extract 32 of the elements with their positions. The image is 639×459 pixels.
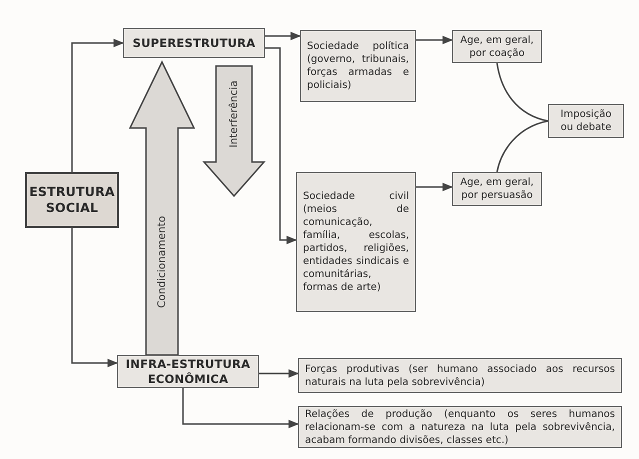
connector (496, 62, 548, 122)
box-heading: SUPERESTRUTURA (132, 36, 256, 50)
arrow (265, 47, 298, 244)
text-box (548, 104, 624, 138)
text-box (298, 358, 622, 393)
text-box (300, 30, 416, 102)
text-box (452, 172, 542, 206)
arrow (71, 38, 124, 172)
text-box (452, 30, 542, 63)
arrow (182, 388, 300, 428)
box-text: Forças produtivas (ser humano associado aos recursos naturais na luta pela sobrevivência) (305, 362, 615, 388)
box-text: Imposição ou debate (560, 108, 612, 134)
text-box (296, 172, 416, 312)
box-text: Age, em geral, por persuasão (459, 176, 535, 202)
heading-box (25, 172, 119, 228)
box-text: Age, em geral, por coação (459, 34, 535, 60)
box-heading: INFRA-ESTRUTURA ECONÔMICA (124, 357, 252, 386)
block-arrow (128, 60, 196, 356)
arrow (265, 32, 302, 40)
arrow (416, 36, 454, 44)
edge-label: Interferência (228, 79, 240, 149)
box-heading: ESTRUTURA SOCIAL (29, 184, 115, 216)
heading-box (117, 355, 259, 388)
box-text: Sociedade política (governo, tribunais, forças armadas e policiais) (307, 40, 409, 92)
arrow (71, 228, 118, 368)
arrow (416, 182, 454, 192)
box-text: Sociedade civil (meios de comunicação, família, escolas, partidos, religiões, entidades sindicais e comunitárias, formas de arte) (303, 190, 409, 294)
box-text: Relações de produção (enquanto os seres humanos relacionam-se com a natureza na luta pela sobrevivência, acabam formando divisões, classes etc.) (305, 408, 615, 446)
heading-box (123, 28, 265, 58)
arrow (259, 369, 300, 378)
edge-label: Condicionamento (156, 214, 168, 309)
connector (496, 120, 548, 172)
